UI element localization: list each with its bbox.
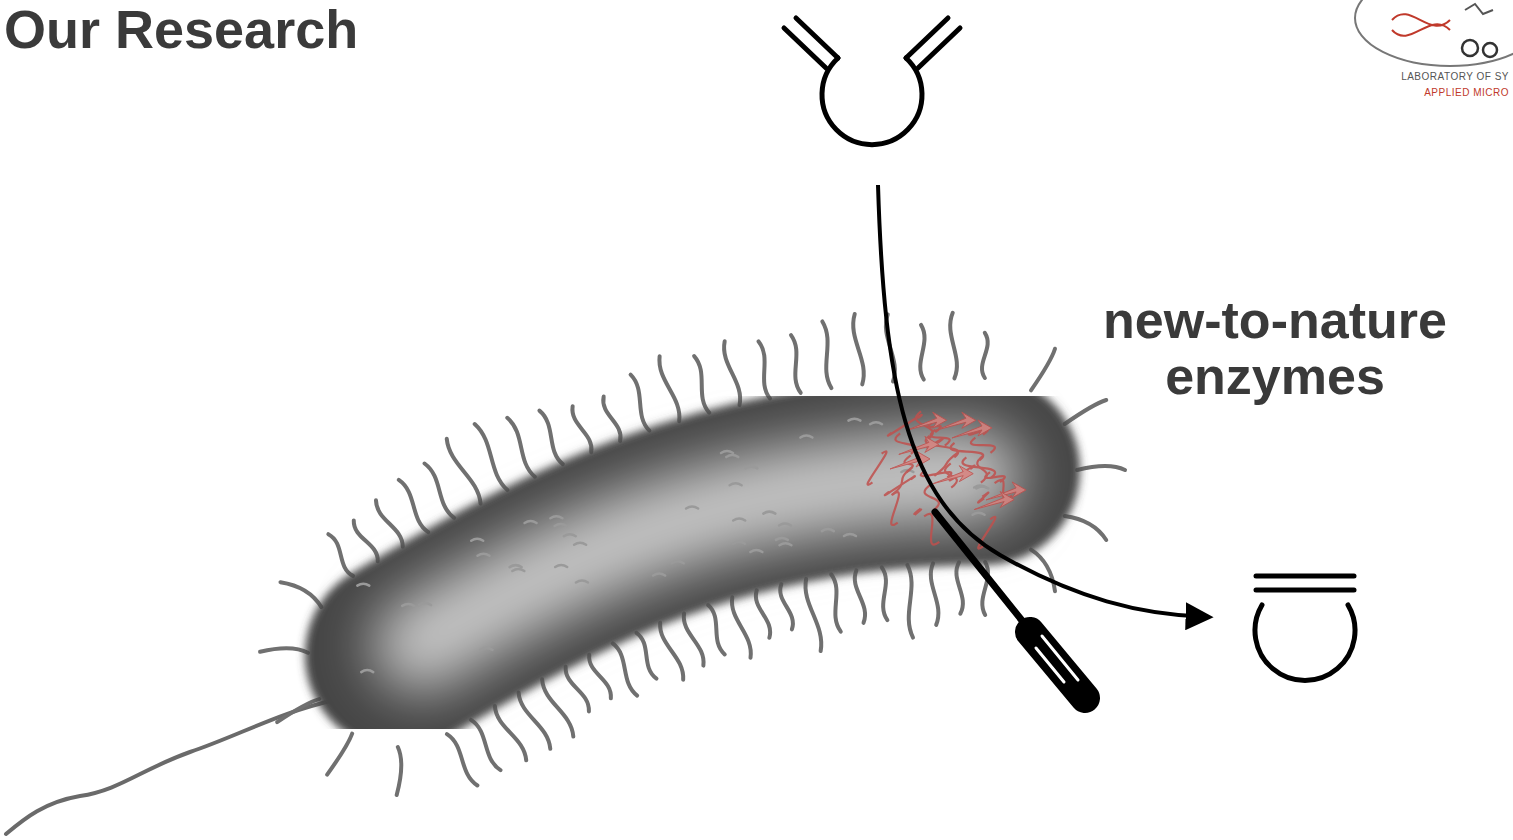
flagellum: [6, 700, 335, 834]
logo-text: APPLIED MICRO: [1424, 88, 1509, 98]
slide-title: Our Research: [4, 2, 358, 56]
logo-text: LABORATORY OF SY: [1401, 72, 1509, 82]
enzyme-label: new-to-nature enzymes: [1045, 292, 1505, 404]
cell-body: [400, 470, 985, 655]
conversion-arrow: [878, 185, 1208, 617]
screwdriver-icon: [935, 512, 1085, 698]
cell-interior: [420, 475, 975, 645]
cell-texture: [357, 419, 988, 672]
lab-logo: [1355, 0, 1513, 66]
substrate-symbol: [784, 18, 960, 145]
product-symbol: [1255, 576, 1355, 681]
